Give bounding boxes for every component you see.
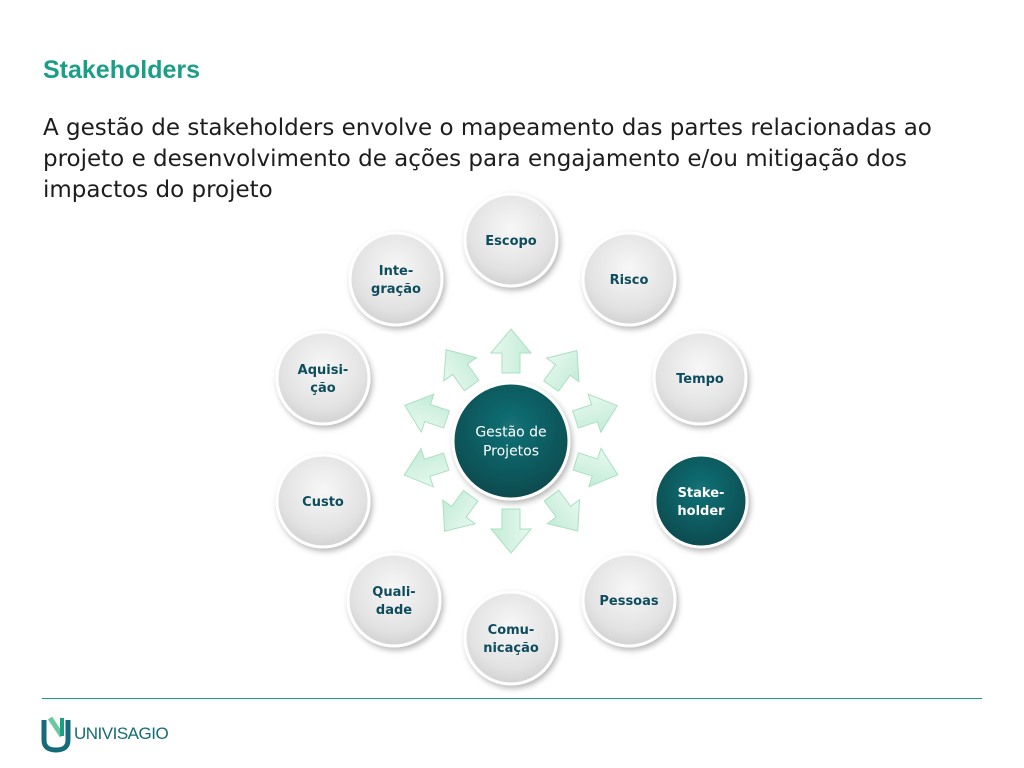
node-custo-label: Custo (302, 495, 344, 510)
node-tempo-label: Tempo (676, 372, 724, 387)
node-stakeholder-label: holder (677, 504, 725, 519)
arrow-to-tempo (572, 393, 618, 434)
node-pessoas: Pessoas (581, 552, 677, 648)
node-escopo: Escopo (463, 192, 559, 288)
node-custo: Custo (275, 453, 371, 549)
arrow-to-custo (403, 447, 450, 488)
footer-divider (42, 698, 982, 699)
node-aquisicao: Aquisi-ção (275, 330, 371, 426)
arrow-to-qualidade (442, 489, 479, 532)
node-qualidade-label: dade (376, 603, 412, 618)
node-comunicacao-label: Comu- (488, 623, 535, 638)
node-pessoas-label: Pessoas (599, 594, 659, 609)
node-tempo: Tempo (652, 330, 748, 426)
node-comunicacao: Comu-nicação (463, 590, 559, 686)
arrow-to-comunicacao (489, 508, 533, 554)
univisagio-logo: UNIVISAGIO (40, 714, 169, 754)
node-aquisicao-label: Aquisi- (298, 363, 349, 378)
node-stakeholder-label: Stake- (678, 486, 725, 501)
logo-text: UNIVISAGIO (74, 724, 169, 743)
arrow-to-aquisicao (404, 393, 451, 434)
arrow-to-escopo (489, 328, 533, 374)
node-aquisicao-label: ção (310, 381, 335, 396)
slide-title: Stakeholders (43, 56, 201, 84)
arrow-to-risco (543, 349, 580, 393)
node-escopo-label: Escopo (485, 234, 537, 249)
arrow-to-stakeholder (572, 447, 619, 488)
node-integracao-label: Inte- (379, 264, 414, 279)
univisagio-logo-icon (41, 716, 71, 753)
center-node-label: Projetos (483, 444, 539, 460)
node-comunicacao-label: nicação (483, 641, 539, 656)
slide-body-text: A gestão de stakeholders envolve o mapea… (43, 115, 932, 203)
node-integracao-label: gração (371, 282, 421, 297)
node-qualidade: Quali-dade (346, 552, 442, 648)
node-qualidade-label: Quali- (372, 585, 415, 600)
center-node-label: Gestão de (475, 425, 546, 441)
node-risco: Risco (581, 231, 677, 327)
arrow-to-integracao (443, 349, 480, 392)
node-integracao: Inte-gração (348, 231, 444, 327)
arrow-to-pessoas (543, 489, 581, 532)
node-risco-label: Risco (610, 273, 649, 288)
center-node-gestao-de-projetos: Gestão de Projetos (451, 381, 571, 501)
node-stakeholder: Stake-holder (653, 453, 749, 549)
